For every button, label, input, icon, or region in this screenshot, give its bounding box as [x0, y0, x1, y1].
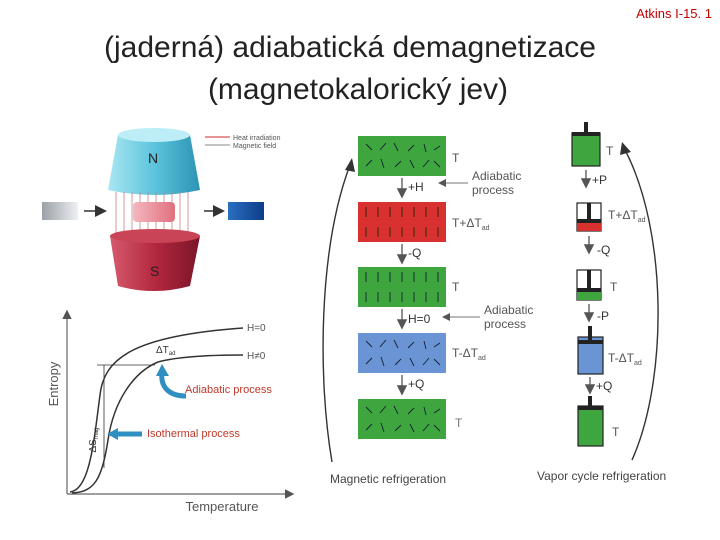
isothermal-label: Isothermal process — [147, 428, 240, 440]
curve-h — [71, 354, 244, 494]
vapor-rod-2 — [587, 203, 591, 219]
vapor-cycle-arc — [623, 147, 659, 461]
adiabatic1-label: Adiabatic — [472, 169, 521, 183]
outlet-block — [228, 202, 264, 220]
block-4-spins — [365, 339, 441, 367]
block-1-spins — [365, 142, 441, 169]
magnetic-cycle: T +H Adiabatic process T+ΔTad -Q T H=0 A — [322, 136, 533, 486]
north-pole-label: N — [148, 150, 158, 166]
vapor-fluid-3 — [577, 291, 601, 300]
reference-label: Atkins I-15. 1 — [636, 6, 712, 21]
south-pole-top — [110, 229, 200, 243]
south-pole-label: S — [150, 263, 159, 279]
vapor-rod-4 — [588, 326, 592, 340]
vapor-step3-label: -P — [597, 309, 609, 323]
magnetic-t4: T-ΔTad — [452, 346, 486, 362]
magnetic-block-4 — [358, 333, 446, 373]
magnetic-block-1 — [358, 136, 446, 176]
vapor-fluid-2 — [577, 222, 601, 231]
magnetic-step3-label: H=0 — [408, 312, 431, 326]
magnetic-t2: T+ΔTad — [452, 216, 490, 232]
vapor-t5: T — [612, 425, 620, 439]
adiabatic-label: Adiabatic process — [185, 384, 272, 396]
field-lines — [115, 192, 189, 234]
page-subtitle: (magnetokalorický jev) — [207, 73, 509, 106]
vapor-piston-2 — [577, 219, 601, 223]
vapor-rod-5 — [588, 396, 592, 406]
magnetic-step4-label: +Q — [408, 377, 424, 391]
vapor-t1: T — [606, 144, 614, 158]
vapor-step4-label: +Q — [596, 379, 612, 393]
block-5-spins — [365, 405, 441, 433]
vapor-step2-label: -Q — [597, 243, 610, 257]
magnetic-step1-label: +H — [408, 180, 424, 194]
legend-heat-text: Heat irradiation — [233, 135, 281, 142]
curve-h0-label: H=0 — [247, 323, 266, 334]
north-pole-top — [118, 128, 190, 142]
magnetic-cycle-arc-head — [345, 158, 355, 172]
magnetic-t3: T — [452, 280, 460, 294]
magnetic-step2-label: -Q — [408, 246, 421, 260]
north-pole — [108, 130, 200, 195]
vapor-caption: Vapor cycle refrigeration — [537, 469, 666, 483]
adiabatic2-label-b: process — [484, 317, 526, 331]
curve-h-label: H≠0 — [247, 351, 266, 362]
vapor-cycle: T +P T+ΔTad -Q T -P T-ΔTad +Q T Vapor cy… — [537, 122, 666, 483]
page-title: (jaderná) adiabatická demagnetizace — [104, 31, 596, 64]
magnet-figure: Heat irradiation Magnetic field N S — [42, 128, 281, 291]
vapor-t3: T — [610, 280, 618, 294]
curve-h0 — [69, 327, 244, 493]
magnetic-block-5 — [358, 399, 446, 439]
legend-field-text: Magnetic field — [233, 143, 276, 150]
vapor-rod-3 — [587, 270, 591, 288]
vapor-piston-1 — [572, 132, 600, 136]
x-axis-label: Temperature — [186, 499, 259, 514]
south-pole — [110, 231, 200, 291]
magnetic-caption: Magnetic refrigeration — [330, 472, 446, 486]
magnetocaloric-sample — [133, 202, 175, 222]
vapor-piston-5 — [578, 406, 603, 410]
delta-s-label: ΔSmag — [88, 427, 100, 452]
magnetic-t5: T — [455, 416, 463, 430]
isothermal-arrowhead — [107, 428, 118, 440]
vapor-t2: T+ΔTad — [608, 208, 646, 224]
vapor-cylinder-5 — [577, 405, 604, 447]
block-3-spins — [365, 272, 439, 302]
vapor-t4: T-ΔTad — [608, 351, 642, 367]
y-axis-label: Entropy — [46, 361, 61, 406]
inlet-block — [42, 202, 78, 220]
delta-t-label: ΔTad — [156, 345, 175, 357]
entropy-plot: Entropy Temperature H=0 H≠0 ΔTad ΔSmag A… — [46, 309, 295, 514]
vapor-cylinder-1 — [571, 132, 601, 167]
vapor-step1-label: +P — [592, 173, 607, 187]
adiabatic2-label: Adiabatic — [484, 303, 533, 317]
magnetic-t1: T — [452, 151, 460, 165]
vapor-piston-4 — [578, 340, 603, 344]
vapor-cycle-arc-head — [620, 142, 631, 155]
vapor-piston-3 — [577, 288, 601, 292]
magnetic-cycle-arc — [322, 164, 351, 463]
block-2-spins — [365, 207, 439, 237]
vapor-rod-1 — [584, 122, 588, 132]
adiabatic1-label-b: process — [472, 183, 514, 197]
adiabatic-arrowhead — [156, 364, 169, 376]
